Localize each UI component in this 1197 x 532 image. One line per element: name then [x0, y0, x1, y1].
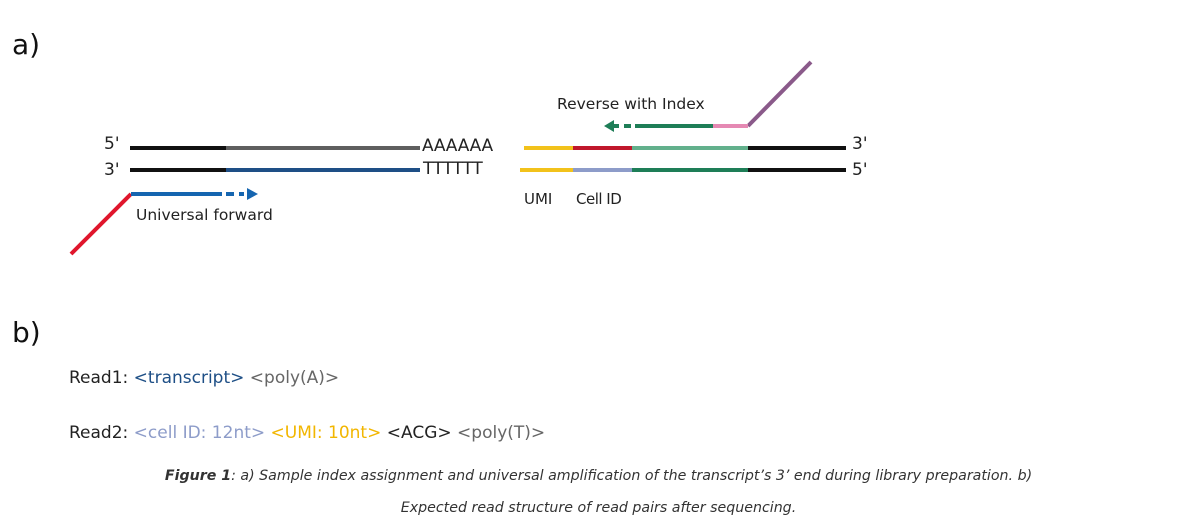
library-structure-diagram — [69, 60, 846, 256]
caption-text-1: : a) Sample index assignment and univers… — [231, 468, 1033, 484]
strand-top-right-label: 3' — [852, 134, 868, 154]
reverse-primer-label: Reverse with Index — [557, 95, 705, 113]
panel-b-label: b) — [12, 316, 41, 349]
figure-caption: Figure 1: a) Sample index assignment and… — [0, 460, 1197, 524]
caption-line-2: Expected read structure of read pairs af… — [400, 500, 797, 516]
read2-line: Read2: <cell ID: 12nt> <UMI: 10nt> <ACG>… — [69, 423, 545, 443]
caption-line-1: Figure 1: a) Sample index assignment and… — [0, 460, 1197, 492]
read1-transcript: <transcript> — [133, 368, 245, 388]
umi-label: UMI — [524, 190, 553, 208]
reverse-primer-arrowhead — [604, 120, 614, 132]
strand-bottom-right-label: 5' — [852, 160, 868, 180]
caption-figure-label: Figure 1 — [164, 468, 232, 484]
index-tail — [746, 60, 813, 128]
read2-umi: <UMI: 10nt> — [270, 423, 382, 443]
poly-a-label: AAAAAA — [422, 136, 493, 156]
poly-t-label: TTTTTT — [423, 159, 483, 179]
read1-prefix: Read1: — [69, 368, 134, 388]
read1-line: Read1: <transcript> <poly(A)> — [69, 368, 339, 388]
read1-polya: <poly(A)> — [249, 368, 340, 388]
read2-polyt: <poly(T)> — [457, 423, 546, 443]
strand-bottom-left-label: 3' — [104, 160, 120, 180]
read2-cell-id: <cell ID: 12nt> — [133, 423, 266, 443]
panel-a-label: a) — [12, 28, 41, 61]
strand-top-left-label: 5' — [104, 134, 120, 154]
figure-panel: a) b) 5' 3' 3' 5' AAAAAA TTTTTT Reverse … — [10, 24, 876, 454]
read2-acg: <ACG> — [386, 423, 452, 443]
read2-prefix: Read2: — [69, 423, 134, 443]
forward-primer-arrowhead — [247, 188, 258, 200]
forward-primer-label: Universal forward — [136, 206, 273, 224]
forward-primer-tail — [69, 192, 133, 256]
cell-id-label: Cell ID — [576, 190, 622, 208]
